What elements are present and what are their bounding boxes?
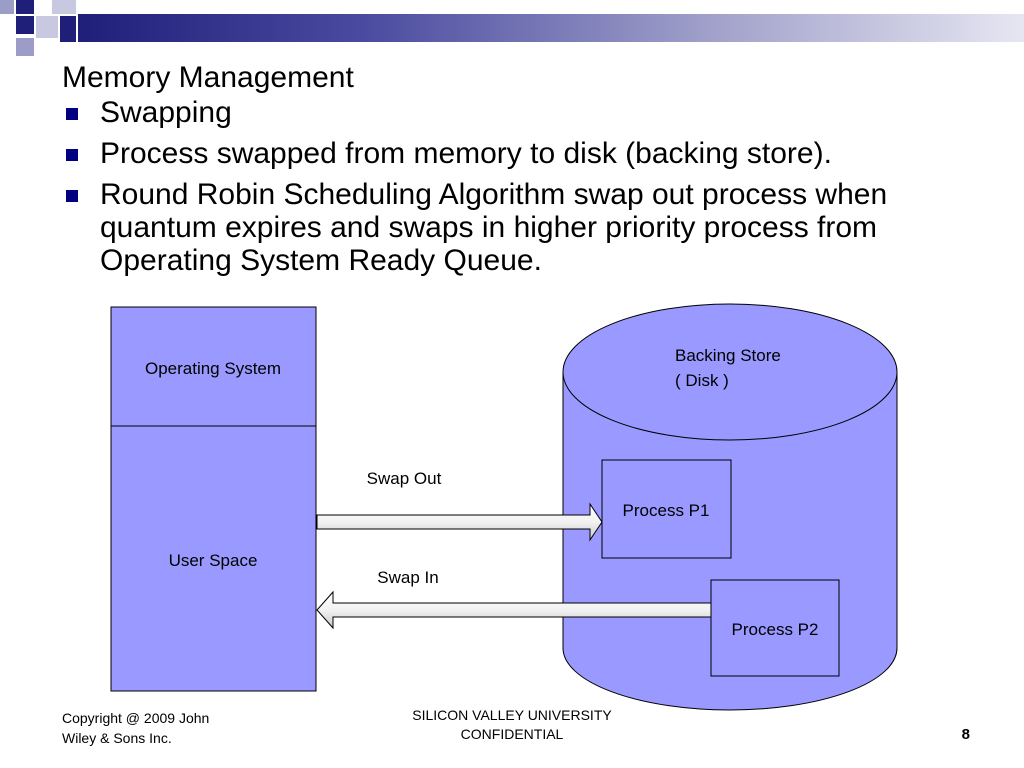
bullet-text: Process swapped from memory to disk (bac… [100, 137, 832, 170]
swap-in-arrow [316, 590, 712, 630]
bullet-square-icon [66, 149, 78, 161]
memory-block [110, 306, 317, 692]
backing-store-label: Backing Store [675, 346, 781, 365]
copyright-line: Wiley & Sons Inc. [62, 730, 172, 746]
swap-in-label: Swap In [377, 568, 438, 587]
process-p2-label: Process P2 [732, 620, 819, 639]
copyright-line: Copyright @ 2009 John [62, 710, 210, 726]
disk-label: ( Disk ) [675, 371, 729, 390]
bullet-square-icon [66, 190, 78, 202]
page-number: 8 [961, 726, 970, 743]
slide-title: Memory Management [62, 61, 354, 94]
process-p1-label: Process P1 [623, 501, 710, 520]
bullet-list: Swapping Process swapped from memory to … [62, 96, 982, 285]
footer-center-line: SILICON VALLEY UNIVERSITY [412, 707, 612, 723]
user-space-label: User Space [169, 551, 258, 570]
footer-center-line: CONFIDENTIAL [460, 726, 564, 742]
swap-out-arrow [316, 502, 603, 542]
os-label: Operating System [145, 359, 281, 378]
bullet-item: Process swapped from memory to disk (bac… [62, 137, 982, 170]
footer-copyright: Copyright @ 2009 John Wiley & Sons Inc. [62, 708, 209, 748]
bullet-text: Swapping [100, 96, 232, 129]
footer-confidential: SILICON VALLEY UNIVERSITY CONFIDENTIAL [382, 706, 642, 744]
process-p2-box [710, 579, 840, 677]
bullet-text: Round Robin Scheduling Algorithm swap ou… [100, 178, 888, 277]
swap-out-label: Swap Out [367, 469, 442, 488]
header-gradient-bar [78, 14, 1024, 42]
bullet-item: Swapping [62, 96, 982, 129]
bullet-square-icon [66, 108, 78, 120]
process-p1-box [601, 459, 732, 559]
bullet-item: Round Robin Scheduling Algorithm swap ou… [62, 178, 982, 277]
